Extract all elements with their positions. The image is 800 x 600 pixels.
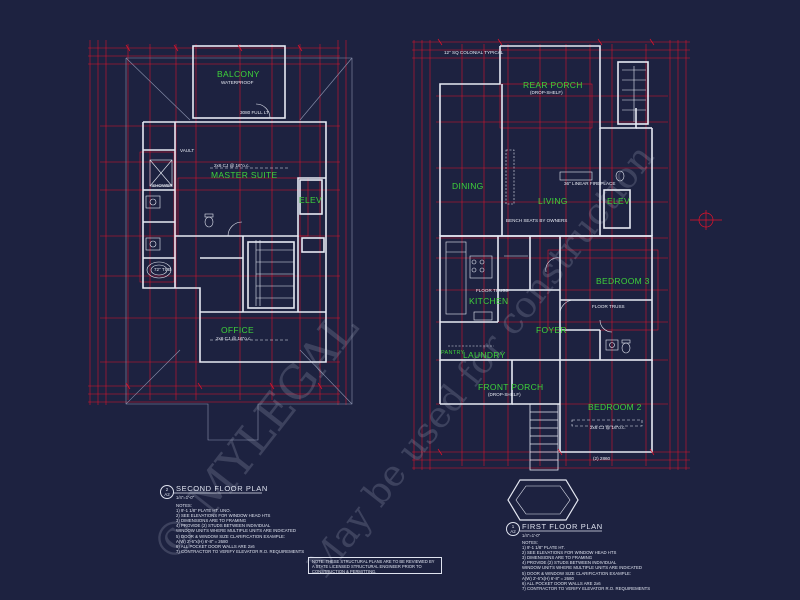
first-floor-note: 7) CONTRACTOR TO VERIFY ELEVATOR R.O. RE…	[522, 585, 651, 591]
room-front-porch: FRONT PORCH	[478, 382, 544, 392]
room-office: OFFICE	[221, 325, 254, 335]
room-pantry: PANTRY	[441, 350, 465, 356]
room-laundry: LAUNDRY	[463, 350, 506, 360]
first-floor-note: 2) SEE ELEVATIONS FOR WINDOW HEAD HTS	[522, 550, 617, 556]
first-floor-note: 5) DOOR & WINDOW SIZE CLARIFICATION EXAM…	[522, 570, 632, 576]
second-floor-note: 5) DOOR & WINDOW SIZE CLARIFICATION EXAM…	[176, 533, 286, 539]
callout-vault: VAULT	[180, 148, 195, 153]
first-floor-note: A(W) 2'-6"x(H) 6'-8" = 2680	[522, 575, 574, 581]
first-floor-notes: NOTES: 1) 9'-1 1/8" PLATE HT. 2) SEE ELE…	[522, 540, 650, 591]
first-floor-bubble-number: 1	[511, 523, 515, 529]
room-foyer: FOYER	[536, 325, 567, 335]
room-bedroom-2: BEDROOM 2	[588, 402, 642, 412]
callout-tub: 72" TUB	[154, 267, 172, 272]
room-kitchen: KITCHEN	[469, 296, 509, 306]
second-floor-ticks	[125, 44, 323, 390]
front-steps	[507, 403, 579, 521]
second-floor-note: 3) DIMENSIONS ARE TO FRAMING	[176, 518, 247, 524]
second-floor-view-bubble: 2 A2	[160, 485, 174, 499]
first-floor-bubble-sheet: A2	[510, 529, 516, 534]
callout-door-3080: 3080 FULL LT	[240, 110, 269, 115]
title-underlines	[174, 492, 602, 532]
callout-floor-truss-bed3: FLOOR TRUSS	[592, 304, 625, 309]
structural-disclaimer: NOTE: THESE STRUCTURAL PLANS ARE TO BE R…	[308, 557, 442, 574]
callout-shower: SHOWER	[152, 183, 173, 188]
callout-drop-shelf: (DROP-SHELF)	[530, 90, 563, 95]
callout-master-beam: 2x6 CJ @ 16"o.c.	[214, 163, 250, 168]
callout-floor-truss-kitchen: FLOOR TRUSS	[476, 288, 509, 293]
first-floor-note: 4) PROVIDE (2) STUDS BETWEEN INDIVIDUAL	[522, 560, 617, 566]
second-floor-note: 6) ALL POCKET DOOR WALLS ARE 2x6	[176, 543, 255, 549]
second-floor-bubble-sheet: A2	[164, 492, 170, 497]
first-floor-note: 3) DIMENSIONS ARE TO FRAMING	[522, 555, 593, 561]
first-floor-note: 6) ALL POCKET DOOR WALLS ARE 2x6	[522, 580, 601, 586]
second-floor-notes: NOTES: 1) 9'-1 1/8" PLATE HT. UNO. 2) SE…	[176, 503, 304, 554]
second-floor-note: WINDOW UNITS WHERE MULTIPLE UNITS ARE IN…	[176, 528, 296, 534]
callout-bench: BENCH SEATS BY OWNERS	[506, 218, 568, 223]
second-floor-title: SECOND FLOOR PLAN	[176, 484, 268, 493]
callout-fireplace: 36" LINEAR FIREPLACE	[564, 181, 616, 186]
callout-front-porch-shelf: (DROP-SHELF)	[488, 392, 521, 397]
first-floor-notes-heading: NOTES:	[522, 540, 538, 545]
room-dining: DINING	[452, 181, 484, 191]
second-floor-note: 7) CONTRACTOR TO VERIFY ELEVATOR R.O. RE…	[176, 548, 305, 554]
room-balcony: BALCONY	[217, 69, 260, 79]
callout-office-beam: 2x6 CJ @ 16"o.c.	[216, 336, 252, 341]
second-floor-notes-heading: NOTES:	[176, 503, 192, 508]
callout-door-2860: (2) 2860	[593, 456, 611, 461]
second-floor-scale: 1/4"=1'-0"	[176, 495, 195, 500]
first-floor-note: WINDOW UNITS WHERE MULTIPLE UNITS ARE IN…	[522, 565, 642, 571]
first-floor-view-bubble: 1 A2	[506, 522, 520, 536]
room-master-suite: MASTER SUITE	[211, 170, 278, 180]
first-floor-walls	[439, 45, 653, 453]
room-bedroom-3: BEDROOM 3	[596, 276, 650, 286]
second-floor-note: 4) PROVIDE (2) STUDS BETWEEN INDIVIDUAL	[176, 523, 271, 529]
room-elev-second: ELEV	[299, 195, 322, 205]
second-floor-walls	[142, 45, 327, 363]
second-floor-roof-outline	[125, 57, 353, 441]
callout-waterproof: WATERPROOF	[221, 80, 254, 85]
callout-bed2-beam: 2x6 CJ @ 16"o.c.	[590, 425, 626, 430]
first-floor-scale: 1/4"=1'-0"	[522, 533, 541, 538]
first-floor-ticks	[437, 38, 655, 456]
second-floor-note: 2) SEE ELEVATIONS FOR WINDOW HEAD HTS	[176, 513, 271, 519]
room-rear-porch: REAR PORCH	[523, 80, 583, 90]
first-floor-title: FIRST FLOOR PLAN	[522, 522, 603, 531]
second-floor-bubble-number: 2	[165, 486, 169, 492]
second-floor-note: 1) 9'-1 1/8" PLATE HT. UNO.	[176, 508, 231, 514]
second-floor-note: A(W) 2'-6"x(H) 6'-8" = 2680	[176, 538, 228, 544]
room-living: LIVING	[538, 196, 568, 206]
callout-colonial: 12" SQ COLONIAL TYPICAL	[444, 50, 504, 55]
first-floor-fixtures	[445, 66, 646, 427]
grid-marker	[690, 210, 722, 230]
second-floor-fixtures	[145, 103, 294, 341]
first-floor-note: 1) 9'-1 1/8" PLATE HT.	[522, 545, 565, 551]
room-elev-first: ELEV	[607, 196, 630, 206]
